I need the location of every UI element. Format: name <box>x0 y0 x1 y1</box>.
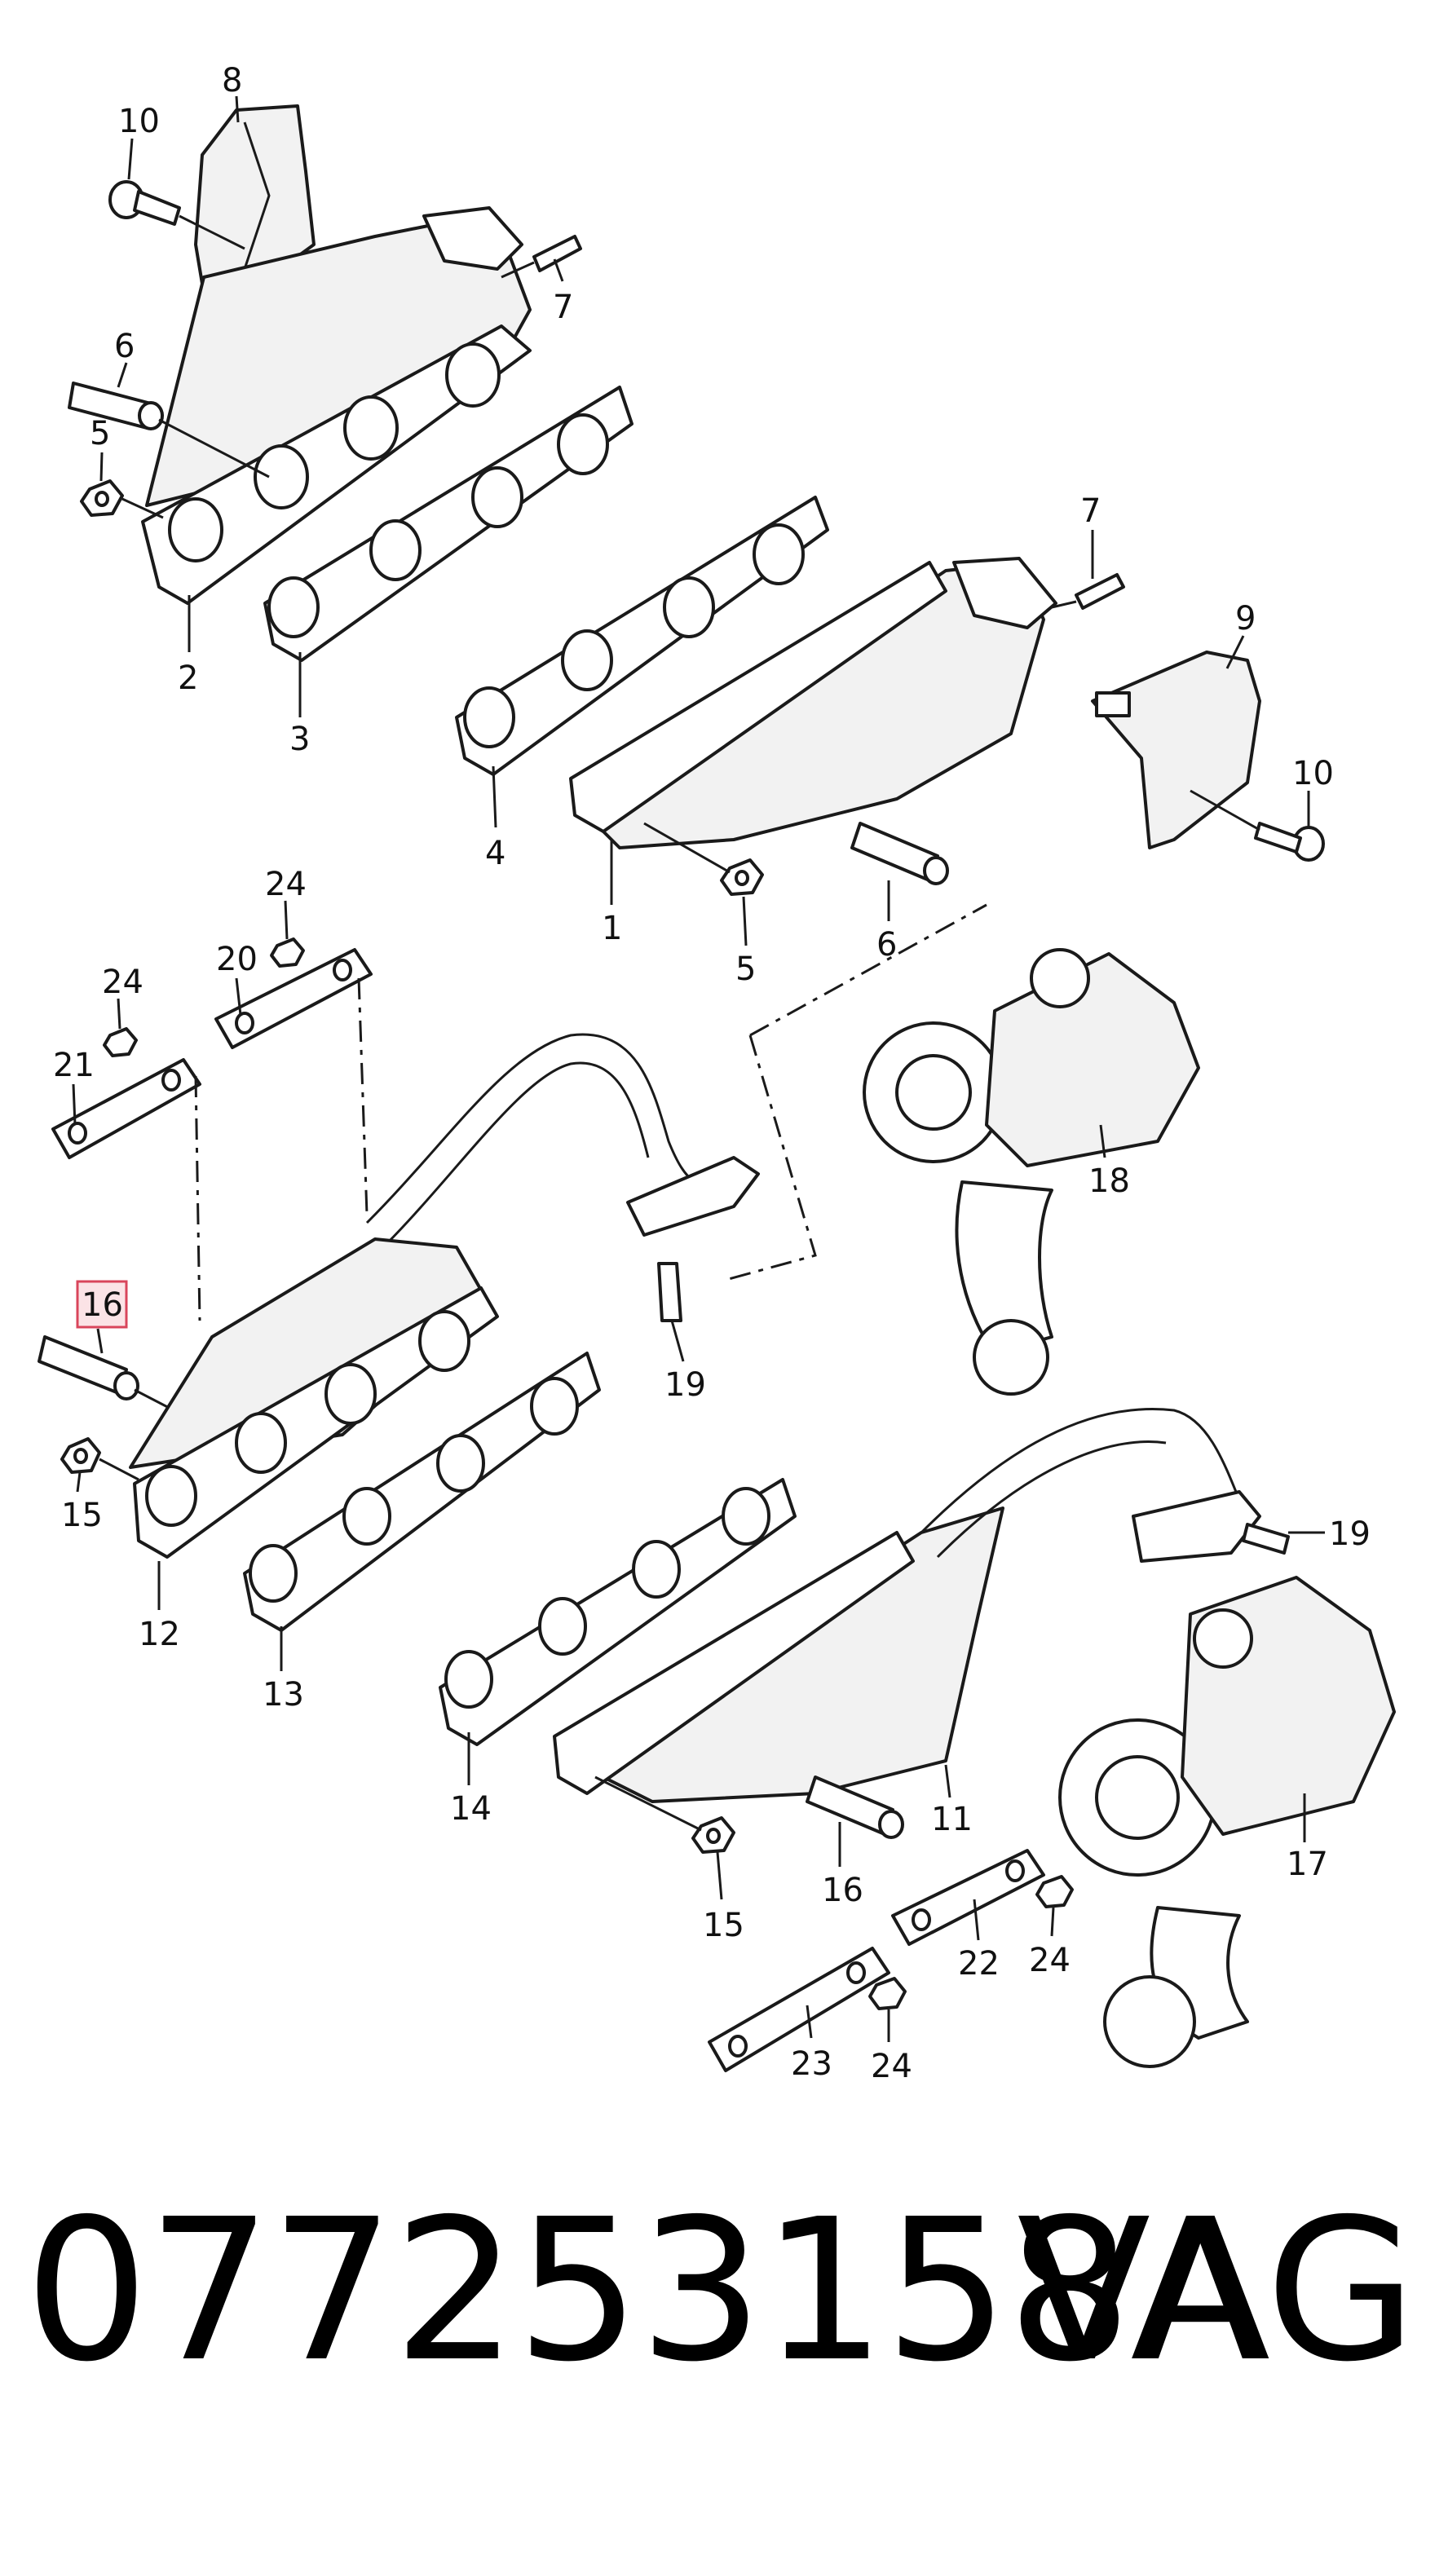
gasket-4 <box>455 496 829 776</box>
stud-7-upper <box>501 235 582 279</box>
exhaust-manifold-2 <box>141 206 532 605</box>
dash-line-bracket-21 <box>194 1075 201 1321</box>
bolt-10-upper <box>108 180 245 250</box>
callout-9: 9 <box>1235 600 1256 637</box>
exhaust-manifold-12 <box>129 1237 499 1559</box>
callout-8: 8 <box>222 62 242 99</box>
callout-10: 10 <box>118 103 160 140</box>
callout-24: 24 <box>265 866 307 903</box>
nut-15-right <box>594 1775 735 1854</box>
nut-5-upper <box>80 479 164 519</box>
callout-17: 17 <box>1287 1846 1328 1883</box>
bolt-10-right <box>1190 789 1325 862</box>
stud-6-upper <box>68 382 270 479</box>
dash-line-bracket-20 <box>357 977 369 1215</box>
callout-6: 6 <box>114 328 135 365</box>
callout-labels: 8 10 7 6 5 2 3 7 9 10 4 1 5 6 24 20 24 2… <box>53 62 1371 2085</box>
stud-16-right <box>806 1775 904 1839</box>
heat-shield-9 <box>1091 651 1261 849</box>
turbocharger-18 <box>863 948 1200 1396</box>
callout-7: 7 <box>1080 492 1101 530</box>
callout-15: 15 <box>61 1497 103 1534</box>
callout-14: 14 <box>450 1790 492 1828</box>
callout-10: 10 <box>1292 755 1334 792</box>
callout-11: 11 <box>931 1801 973 1838</box>
gasket-14 <box>439 1478 797 1746</box>
stud-7-right <box>1051 573 1125 610</box>
nut-15-left <box>60 1437 139 1481</box>
callout-7: 7 <box>553 289 573 326</box>
brand-name: VAG <box>1017 2177 1417 2405</box>
callout-4: 4 <box>485 835 505 872</box>
callout-5: 5 <box>90 415 110 452</box>
nut-24-c <box>1035 1875 1074 1908</box>
part-number: 077253158A <box>24 2177 1264 2405</box>
bracket-21 <box>51 1058 201 1159</box>
leader-lines <box>72 95 1325 2042</box>
callout-24: 24 <box>102 964 143 1001</box>
highlighted-callout-box <box>76 1280 128 1329</box>
callout-12: 12 <box>139 1616 180 1653</box>
exhaust-manifold-11 <box>553 1408 1241 1803</box>
stud-19-left <box>657 1262 682 1322</box>
gasket-3 <box>263 386 634 662</box>
callout-22: 22 <box>958 1945 1000 1983</box>
callout-20: 20 <box>216 941 258 978</box>
dash-line-turbo-18 <box>725 903 987 1281</box>
callout-21: 21 <box>53 1047 95 1084</box>
callout-24: 24 <box>871 2048 912 2085</box>
bracket-23 <box>708 1947 890 2072</box>
bracket-20 <box>214 948 373 1049</box>
callout-5: 5 <box>735 951 756 988</box>
stud-6-right <box>850 822 949 885</box>
callout-18: 18 <box>1088 1162 1130 1200</box>
exhaust-manifold-1 <box>569 557 1057 849</box>
callout-6: 6 <box>876 926 897 964</box>
gasket-13 <box>243 1352 601 1632</box>
part-footer: 077253158A VAG <box>0 2193 1448 2552</box>
callout-13: 13 <box>263 1676 304 1714</box>
nut-5-right <box>643 822 764 896</box>
callout-16-highlighted: 16 <box>82 1286 123 1324</box>
callout-16: 16 <box>822 1872 863 1909</box>
bracket-22 <box>891 1849 1045 1946</box>
nut-24-d <box>868 1977 907 2010</box>
flange-19-right <box>1132 1490 1290 1563</box>
nut-24-a <box>270 937 305 968</box>
callout-15: 15 <box>703 1907 744 1944</box>
turbocharger-17 <box>1058 1576 1396 2068</box>
callout-1: 1 <box>602 910 622 947</box>
exploded-parts-diagram: 8 10 7 6 5 2 3 7 9 10 4 1 5 6 24 20 24 2… <box>38 62 1396 2085</box>
callout-19: 19 <box>664 1366 706 1404</box>
callout-19: 19 <box>1329 1515 1371 1553</box>
callout-23: 23 <box>791 2045 832 2083</box>
callout-2: 2 <box>178 659 198 697</box>
callout-3: 3 <box>289 721 310 758</box>
exhaust-pipe-left <box>365 1033 760 1249</box>
nut-24-b <box>103 1027 138 1057</box>
callout-24: 24 <box>1029 1942 1071 1979</box>
